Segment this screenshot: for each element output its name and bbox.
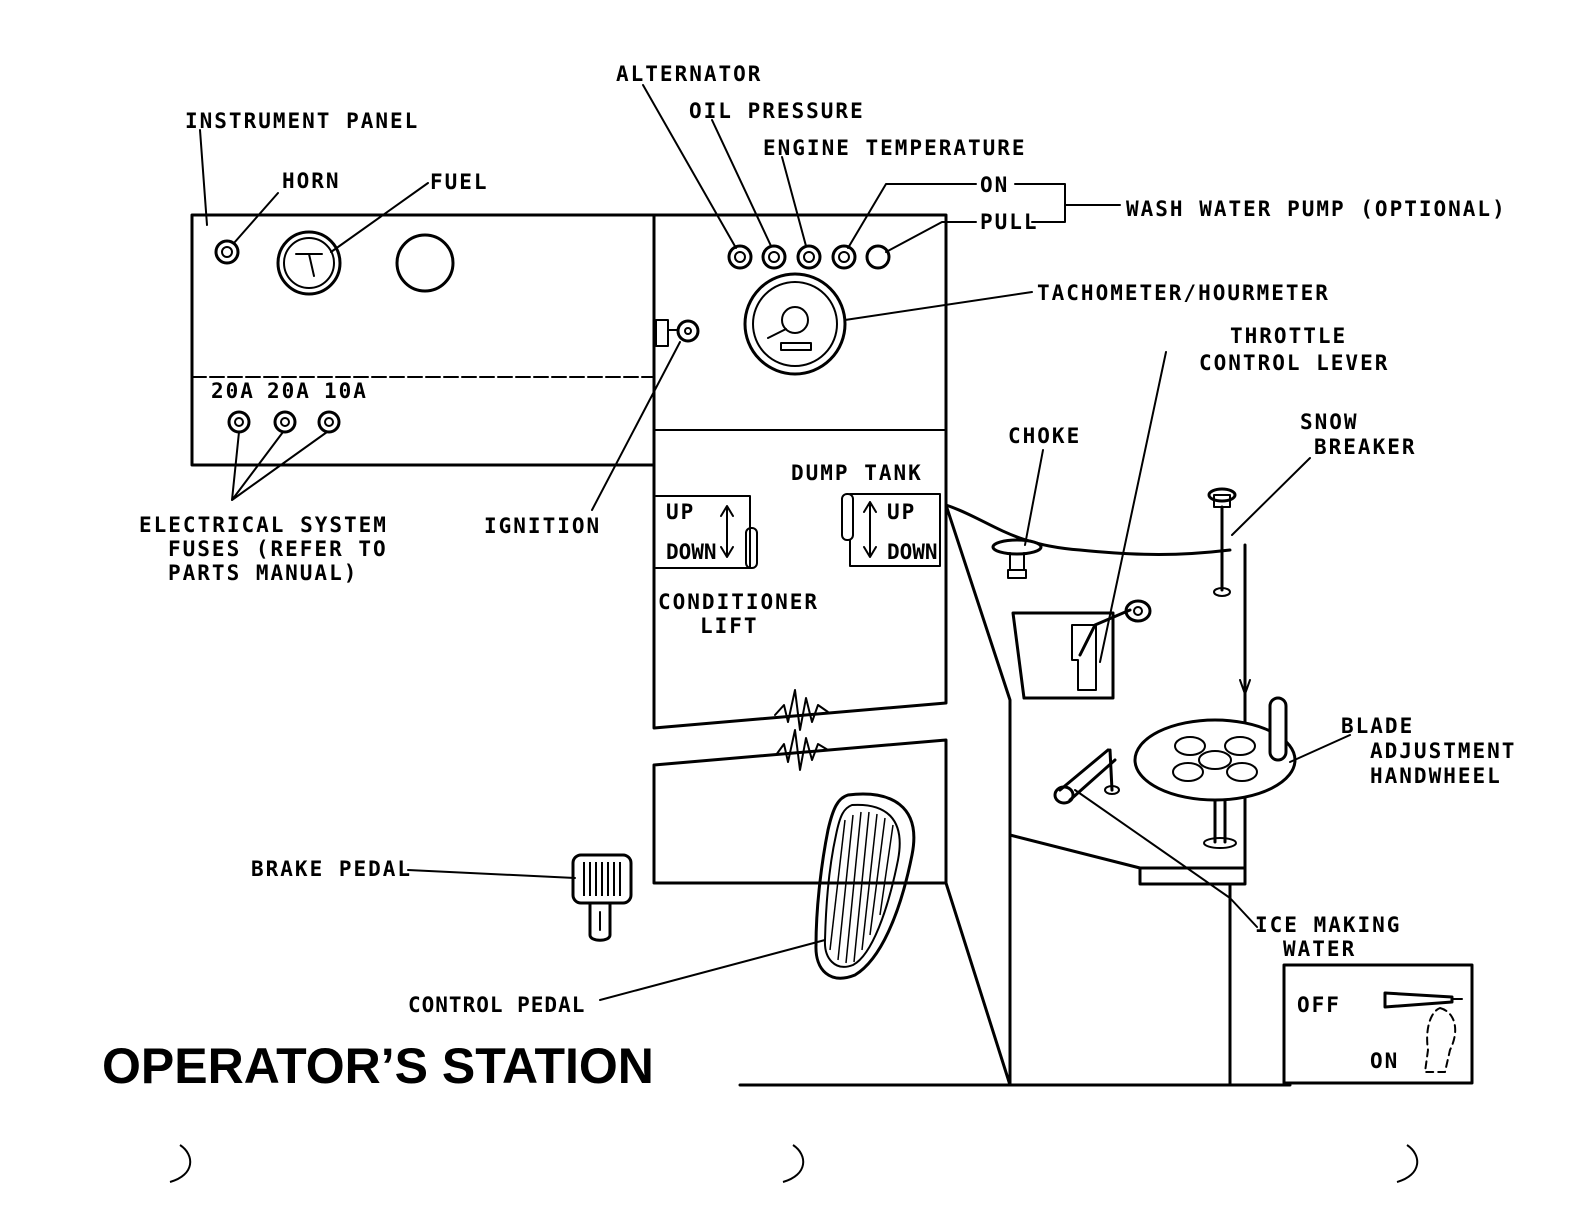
brake-pedal-label: BRAKE PEDAL [251, 857, 412, 881]
horn-button [214, 239, 240, 265]
conditioner-down-label: DOWN [666, 540, 717, 564]
snow-breaker-label-line2: BREAKER [1314, 435, 1417, 459]
control-pedal [814, 792, 916, 980]
page-title: OPERATOR’S STATION [102, 1038, 654, 1094]
ice-water-valve-box [1282, 963, 1474, 1085]
dump-tank-label: DUMP TANK [791, 461, 923, 485]
blade-adjustment-handwheel [1133, 696, 1297, 849]
blade-label-line2: ADJUSTMENT [1370, 739, 1516, 763]
electrical-fuses-label-line3: PARTS MANUAL) [168, 561, 358, 585]
choke-label: CHOKE [1008, 424, 1081, 448]
fuel-gauge [276, 230, 342, 296]
dump-up-label: UP [887, 500, 916, 524]
control-pedal-label: CONTROL PEDAL [408, 993, 585, 1017]
blank-gauge [395, 233, 455, 293]
ice-water-off-label: OFF [1297, 993, 1341, 1017]
blade-label-line1: BLADE [1341, 714, 1414, 738]
snow-breaker-label-line1: SNOW [1300, 410, 1359, 434]
fuse-holders [227, 410, 341, 434]
leader-lines [199, 84, 1351, 1001]
conditioner-lift-label-line2: LIFT [700, 614, 759, 638]
ice-making-water-label-line2: WATER [1283, 937, 1356, 961]
ignition-label: IGNITION [484, 514, 601, 538]
throttle-control-lever [1011, 599, 1152, 700]
conditioner-lift-switch [655, 495, 758, 569]
lower-console [652, 738, 948, 885]
pull-label: PULL [980, 210, 1039, 234]
conditioner-up-label: UP [666, 500, 695, 524]
fuse-10a-label: 10A [324, 379, 368, 403]
alternator-label: ALTERNATOR [616, 62, 762, 86]
brake-pedal [571, 853, 633, 942]
throttle-label-line2: CONTROL LEVER [1199, 351, 1389, 375]
blade-label-line3: HANDWHEEL [1370, 764, 1502, 788]
ignition-key [655, 319, 700, 347]
wash-water-pump-label: WASH WATER PUMP (OPTIONAL) [1126, 197, 1507, 221]
conditioner-lift-label-line1: CONDITIONER [658, 590, 819, 614]
fuse-20a-label-2: 20A [267, 379, 311, 403]
ice-water-on-label: ON [1370, 1049, 1399, 1073]
fuel-label: FUEL [430, 170, 489, 194]
instrument-panel [190, 213, 656, 467]
ice-making-water-lever [1053, 748, 1120, 805]
oil-pressure-label: OIL PRESSURE [689, 99, 865, 123]
electrical-fuses-label-line2: FUSES (REFER TO [168, 537, 388, 561]
ice-making-water-label-line1: ICE MAKING [1255, 913, 1401, 937]
throttle-label-line1: THROTTLE [1230, 324, 1347, 348]
labels: INSTRUMENT PANEL HORN FUEL ALTERNATOR OI… [102, 62, 1516, 1094]
snow-breaker-lever [1207, 487, 1237, 597]
tachometer-label: TACHOMETER/HOURMETER [1037, 281, 1330, 305]
operator-cab-structure [738, 503, 1292, 1087]
warning-lights [727, 244, 891, 270]
tachometer-gauge [743, 272, 847, 376]
break-symbols [774, 689, 829, 771]
choke-knob [991, 538, 1043, 579]
center-console [652, 213, 948, 730]
horn-label: HORN [282, 169, 341, 193]
instrument-panel-label: INSTRUMENT PANEL [185, 109, 419, 133]
dump-down-label: DOWN [887, 540, 938, 564]
on-label: ON [980, 173, 1009, 197]
binder-marks [169, 1144, 1419, 1183]
fuse-20a-label-1: 20A [211, 379, 255, 403]
dump-tank-switch [841, 493, 941, 567]
electrical-fuses-label-line1: ELECTRICAL SYSTEM [139, 513, 388, 537]
engine-temperature-label: ENGINE TEMPERATURE [763, 136, 1027, 160]
